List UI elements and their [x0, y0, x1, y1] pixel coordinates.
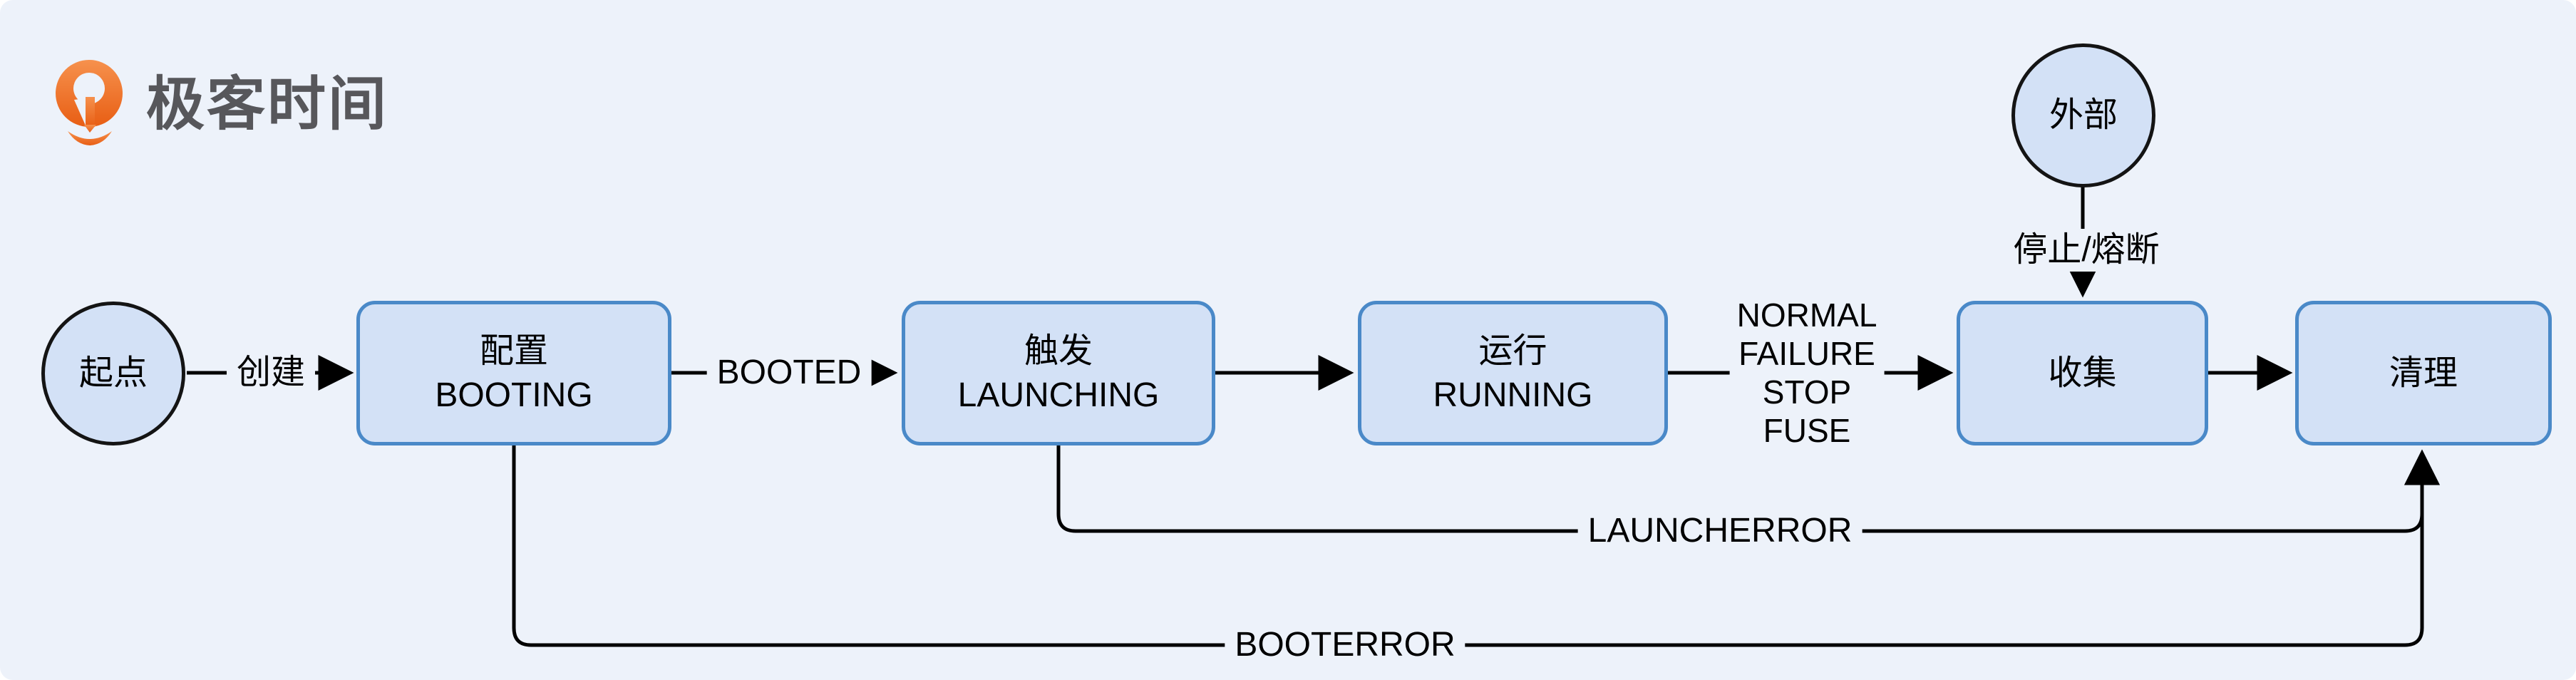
- edge-booterror: [512, 445, 2440, 647]
- edge-label-run-result: NORMAL FAILURE STOP FUSE: [1729, 294, 1885, 451]
- node-start-label: 起点: [78, 354, 148, 392]
- edge-label-booterror: BOOTERROR: [1225, 624, 1465, 666]
- node-collect-label: 收集: [2048, 354, 2117, 392]
- edge-label-booted: BOOTED: [706, 351, 872, 394]
- node-booting-label-zh: 配置: [479, 331, 548, 370]
- node-launching: 触发 LAUNCHING: [902, 301, 1215, 445]
- node-running: 运行 RUNNING: [1358, 301, 1668, 445]
- edge-label-run-result-line: FAILURE: [1738, 335, 1875, 372]
- edge-label-launcherror: LAUNCHERROR: [1577, 510, 1863, 552]
- node-running-label-en: RUNNING: [1433, 376, 1593, 414]
- edge-label-run-result-line: FUSE: [1763, 412, 1851, 449]
- geektime-logo-icon: [56, 60, 123, 145]
- node-collect: 收集: [1957, 301, 2208, 445]
- geektime-logo: [53, 58, 129, 148]
- edge-label-create: 创建: [226, 351, 316, 394]
- node-booting-label-en: BOOTING: [435, 376, 593, 414]
- node-external: 外部: [2011, 43, 2155, 187]
- node-external-label: 外部: [2049, 96, 2118, 134]
- node-start: 起点: [41, 302, 185, 445]
- node-launching-label-en: LAUNCHING: [957, 376, 1160, 414]
- edge-label-run-result-line: NORMAL: [1736, 297, 1877, 334]
- brand-title: 极客时间: [146, 72, 389, 137]
- edge-label-run-result-line: STOP: [1762, 374, 1852, 411]
- node-running-label-zh: 运行: [1478, 331, 1547, 370]
- node-launching-label-zh: 触发: [1024, 331, 1093, 370]
- node-booting: 配置 BOOTING: [356, 301, 671, 445]
- edge-label-stop-fuse: 停止/熔断: [2003, 229, 2170, 272]
- node-cleanup: 清理: [2295, 301, 2552, 445]
- node-cleanup-label: 清理: [2389, 354, 2458, 392]
